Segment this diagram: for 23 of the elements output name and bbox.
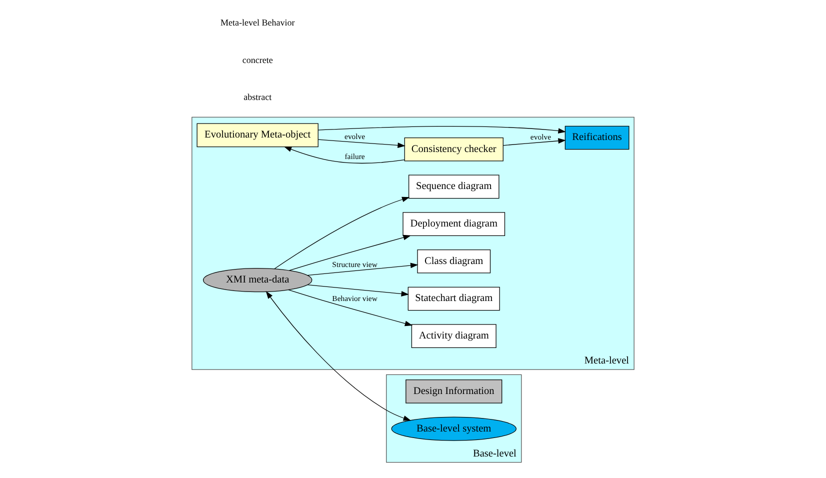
label: Meta-level Behavior	[220, 17, 295, 28]
arrow	[318, 125, 566, 133]
arrow	[284, 146, 405, 164]
arrow	[307, 284, 410, 296]
node-box: Deployment diagram	[402, 212, 506, 236]
arrow	[274, 196, 410, 269]
node-box: Activity diagram	[411, 324, 496, 348]
node-box: Design Information	[406, 379, 502, 403]
node-box: Sequence diagram	[408, 174, 500, 198]
arrow	[288, 288, 413, 326]
arrow	[289, 234, 411, 270]
label: concrete	[242, 54, 273, 64]
node-box: Class diagram	[417, 248, 491, 273]
node-box: Statechart diagram	[408, 286, 500, 310]
label: abstract	[244, 92, 272, 102]
node-box: Consistency checker	[404, 136, 504, 161]
arrow	[502, 138, 566, 146]
arrow	[318, 138, 406, 148]
node-ellipse: XMI meta-data	[203, 267, 312, 292]
node-box: Reifications	[564, 125, 630, 150]
arrow	[307, 262, 418, 276]
arrow	[266, 290, 412, 420]
node-box: Evolutionary Meta-object	[196, 122, 318, 147]
